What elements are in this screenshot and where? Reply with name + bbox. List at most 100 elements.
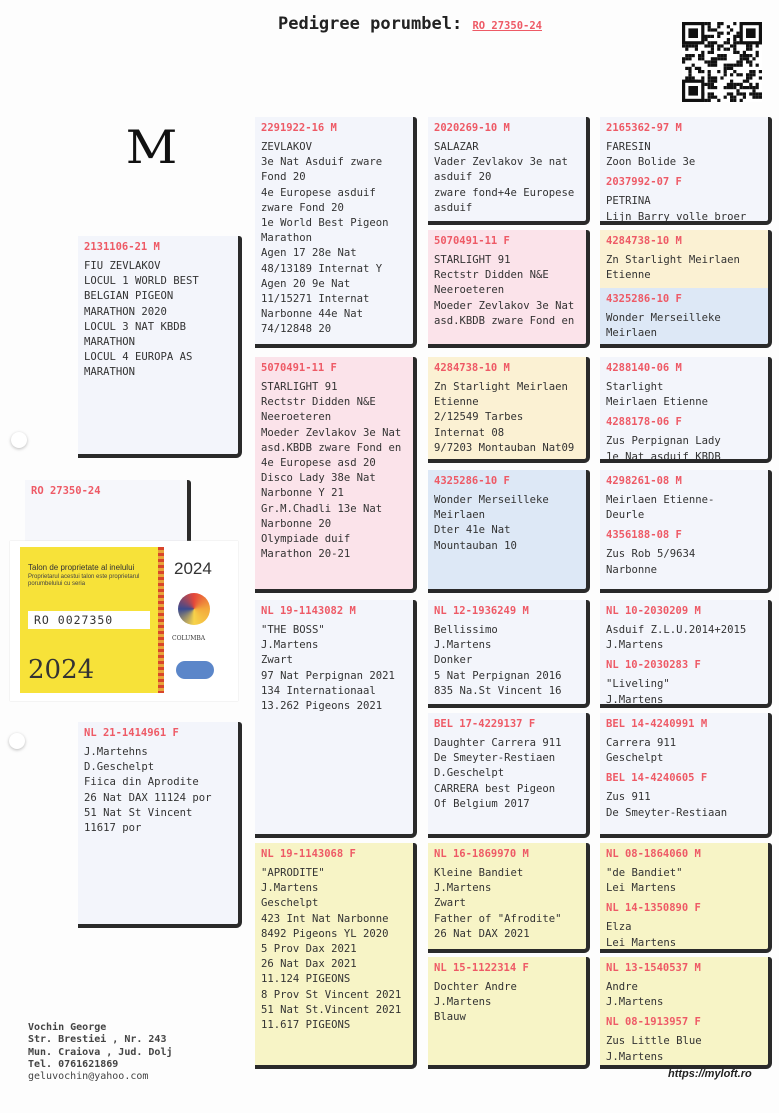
ring-number: NL 15-1122314 F bbox=[434, 962, 529, 974]
bird-info-line: J.Martens bbox=[434, 996, 492, 1009]
bird-info-line: Bellissimo bbox=[434, 624, 498, 636]
bird-info-line: Lijn Barry volle broer bbox=[606, 210, 747, 223]
bird-info-line: Meirlaen bbox=[434, 509, 486, 522]
bird-info-line: Wonder Merseilleke bbox=[434, 494, 549, 506]
bird-info-line: LOCUL 3 NAT KBDB bbox=[84, 320, 187, 333]
owner-email[interactable]: geluvochin@yahoo.com bbox=[28, 1071, 149, 1083]
bird-info-line: 26 Nat Dax 2021 bbox=[261, 958, 357, 971]
bird-info-line: Agen 17 28e Nat bbox=[261, 247, 357, 260]
bird-info-line: Zn Starlight Meirlaen bbox=[606, 254, 740, 266]
bird-entry: NL 10-2030283 F"Liveling"J.Martens bbox=[606, 658, 762, 704]
title-ring: RO 27350-24 bbox=[472, 20, 542, 32]
bird-info-line: Marathon bbox=[261, 232, 313, 245]
bird-entry: NL 08-1864060 M"de Bandiet"Lei Martens bbox=[606, 847, 762, 899]
owner-city: Mun. Craiova , Jud. Dolj bbox=[28, 1046, 173, 1058]
bird-info-line: Zus Rob 5/9634 bbox=[606, 548, 696, 561]
bird-info-line: 4e Europese asduif bbox=[261, 186, 376, 199]
bird-info-line: Zus Perpignan Lady bbox=[606, 435, 721, 448]
bird-info-line: Etienne bbox=[606, 269, 651, 282]
bird-info-line: 423 Int Nat Narbonne bbox=[261, 912, 389, 925]
bird-info-line: Zus 911 bbox=[606, 791, 651, 804]
bird-info-line: Deurle bbox=[606, 509, 645, 522]
bird-info-line: Agen 20 9e Nat bbox=[261, 277, 351, 290]
bird-info-line: Rectstr Didden N&E bbox=[261, 396, 376, 409]
bird-info-line: Father of "Afrodite" bbox=[434, 912, 562, 925]
bird-info-line: asd.KBDB zware Fond en bbox=[261, 441, 402, 454]
bird-info-line: Vader Zevlakov 3e nat bbox=[434, 156, 568, 169]
bird-info-line: MARATHON bbox=[84, 336, 136, 349]
ring-number: BEL 14-4240991 M bbox=[606, 718, 708, 730]
owner-street: Str. Brestiei , Nr. 243 bbox=[28, 1034, 167, 1046]
footer-link[interactable]: https://myloft.ro bbox=[668, 1068, 752, 1080]
bird-info-line: STARLIGHT 91 bbox=[261, 381, 338, 393]
bird-info-line: STARLIGHT 91 bbox=[434, 254, 511, 266]
bird-info-line: zware fond+4e Europese bbox=[434, 186, 575, 199]
bird-info-line: Moeder Zevlakov 3e Nat bbox=[434, 299, 575, 312]
ring-number: 4298261-08 M bbox=[606, 475, 682, 487]
bird-info-line: zware Fond 20 bbox=[261, 201, 344, 214]
bird-info-line: Disco Lady 38e Nat bbox=[261, 472, 376, 485]
bird-info-line: asd.KBDB zware Fond en bbox=[434, 314, 575, 327]
bird-info-line: J.Martehns bbox=[84, 746, 148, 758]
bird-info-line: J.Martens bbox=[606, 996, 664, 1009]
bird-info-line: LOCUL 1 WORLD BEST bbox=[84, 275, 199, 288]
title-prefix: Pedigree porumbel: bbox=[277, 14, 473, 34]
bird-info-line: Etienne bbox=[434, 396, 479, 409]
bird-info-line: Elza bbox=[606, 921, 632, 934]
bird-info-line: J.Martens bbox=[261, 639, 319, 652]
bird-info-line: FIU ZEVLAKOV bbox=[84, 260, 161, 272]
globe-logo-icon bbox=[176, 661, 214, 679]
bird-info-line: "Liveling" bbox=[606, 678, 670, 691]
bird-info-line: Of Belgium 2017 bbox=[434, 797, 530, 810]
bird-info-line: Zus Little Blue bbox=[606, 1035, 702, 1048]
bird-info-line: MARATHON 2020 bbox=[84, 305, 167, 318]
ring-number: NL 10-2030283 F bbox=[606, 659, 701, 672]
owner-name: Vochin George bbox=[28, 1022, 107, 1033]
qr-code-icon bbox=[682, 22, 762, 102]
bird-info-line: 11617 por bbox=[84, 822, 142, 835]
bird-info-line: MARATHON bbox=[84, 366, 136, 379]
bird-info-line: Moeder Zevlakov 3e Nat bbox=[261, 426, 402, 439]
bird-info-line: De Smeyter-Restiaen bbox=[434, 752, 556, 765]
bird-info-line: Rectstr Didden N&E bbox=[434, 269, 549, 282]
bird-info-line: 97 Nat Perpignan 2021 bbox=[261, 669, 395, 682]
talon-year-small: 2024 bbox=[174, 559, 212, 578]
bird-info-line: J.Martens bbox=[261, 882, 319, 895]
bird-info-line: Meirlaen Etienne- bbox=[606, 494, 715, 506]
bird-info-line: Olympiade duif bbox=[261, 533, 351, 546]
ring-number: NL 21-1414961 F bbox=[84, 727, 179, 739]
bird-info-line: 2/12549 Tarbes bbox=[434, 411, 524, 424]
ring-number: NL 13-1540537 M bbox=[606, 962, 701, 974]
bird-info-line: Narbonne Y 21 bbox=[261, 487, 344, 500]
bird-info-line: 8492 Pigeons YL 2020 bbox=[261, 927, 389, 940]
ring-number: 4356188-08 F bbox=[606, 529, 682, 542]
bird-info-line: 48/13189 Internat Y bbox=[261, 262, 383, 275]
bird-info-line: 1e World Best Pigeon bbox=[261, 217, 389, 230]
bird-info-line: Gr.M.Chadli 13e Nat bbox=[261, 502, 383, 515]
punch-hole bbox=[11, 432, 27, 448]
